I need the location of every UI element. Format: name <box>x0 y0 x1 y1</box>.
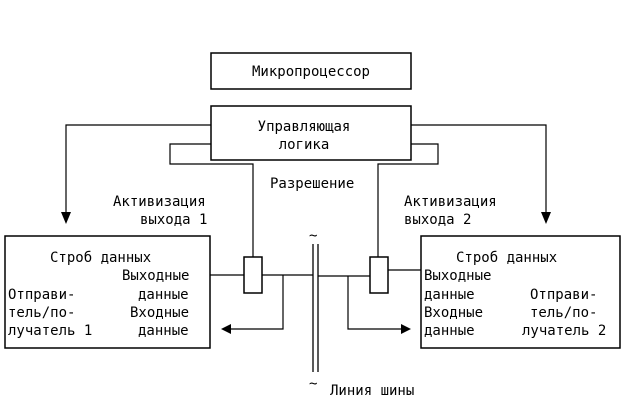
device-2-input-label-line1: Входные <box>424 305 483 321</box>
activation-1-label-line1: Активизация <box>113 194 206 210</box>
microprocessor-label: Микропроцессор <box>252 64 370 80</box>
bus-break-mark-bottom: ~ <box>309 376 317 392</box>
strobe-lines <box>61 124 551 224</box>
device-1-input-label-line2: данные <box>138 323 189 339</box>
device-1-input-label-line1: Входные <box>130 305 189 321</box>
device-2-input-wires <box>347 276 411 334</box>
device-1-input-wires <box>221 275 284 334</box>
device-2-box <box>420 235 621 349</box>
device-1-role-line1: Отправи- <box>8 287 75 303</box>
activation-lines <box>169 143 439 258</box>
device-2-strobe-label: Строб данных <box>456 250 557 266</box>
device-2-input-label-line2: данные <box>424 323 475 339</box>
device-1-strobe-label: Строб данных <box>50 250 151 266</box>
device-1-output-label-line1: Выходные <box>122 268 189 284</box>
bus-line <box>312 244 319 372</box>
device-2-output-wires <box>318 269 421 277</box>
bus-break-mark-top: ~ <box>309 228 317 244</box>
device-2-role-line2: тель/по- <box>530 305 597 321</box>
output-buffer-2 <box>369 256 389 294</box>
microprocessor-box <box>210 52 412 90</box>
output-buffer-1 <box>243 256 263 294</box>
device-2-output-label-line2: данные <box>424 287 475 303</box>
device-1-output-label-line2: данные <box>138 287 189 303</box>
bus-label: Линия шины <box>330 383 414 399</box>
device-1-role-line2: тель/по- <box>8 305 75 321</box>
device-2-role-line1: Отправи- <box>530 287 597 303</box>
activation-2-label-line1: Активизация <box>404 194 497 210</box>
activation-2-label-line2: выхода 2 <box>404 212 471 228</box>
control-logic-label-line2: логика <box>279 137 330 153</box>
device-2-role-line3: лучатель 2 <box>522 323 606 339</box>
enable-label: Разрешение <box>270 176 354 192</box>
device-1-role-line3: лучатель 1 <box>8 323 92 339</box>
control-logic-box <box>210 105 412 161</box>
activation-1-label-line2: выхода 1 <box>140 212 207 228</box>
device-2-output-label-line1: Выходные <box>424 268 491 284</box>
device-1-box <box>4 235 211 349</box>
control-logic-label-line1: Управляющая <box>258 119 351 135</box>
